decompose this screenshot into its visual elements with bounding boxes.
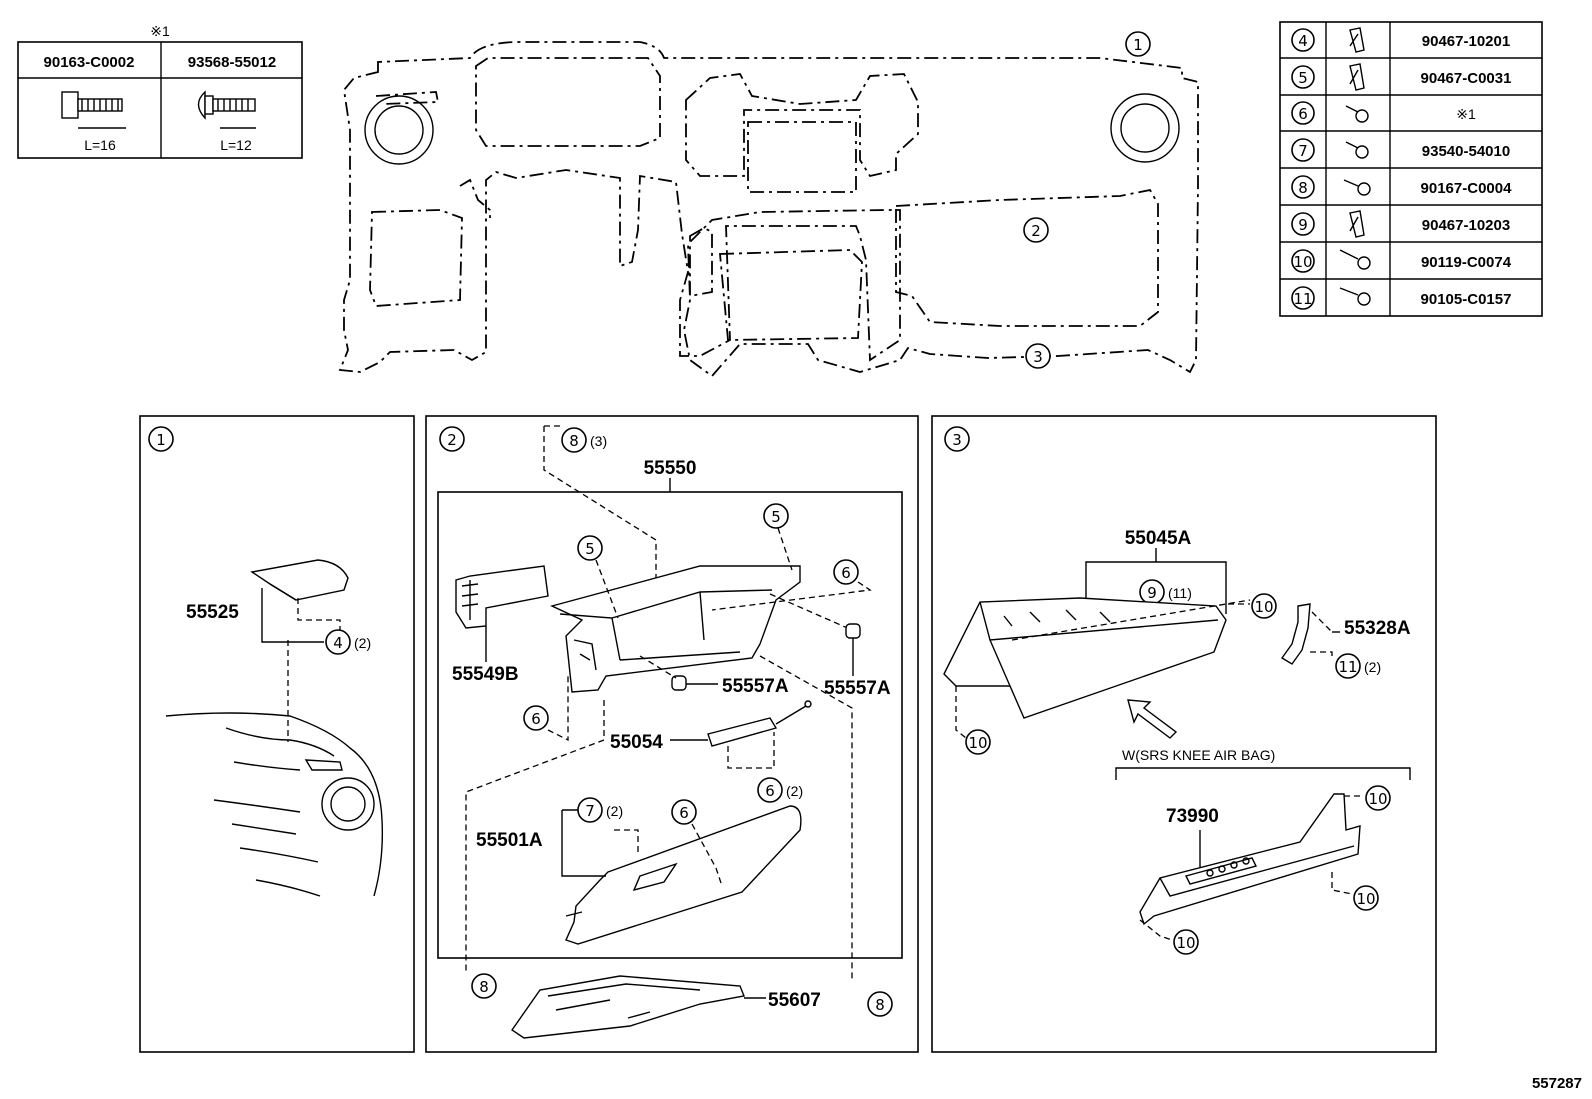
ref-number: 9 bbox=[1298, 216, 1308, 234]
glove-box-frame bbox=[549, 565, 801, 693]
pan-head-screw-icon bbox=[197, 90, 256, 129]
fastener-part-number: 90119-C0074 bbox=[1421, 254, 1512, 271]
callout-ref: 11 bbox=[1338, 658, 1357, 676]
ref-number: 5 bbox=[1298, 69, 1308, 87]
part-label: 55607 bbox=[768, 990, 821, 1011]
ref-number: 7 bbox=[1298, 142, 1308, 160]
part-label: 55550 bbox=[644, 458, 697, 479]
callout-ref: 5 bbox=[585, 540, 595, 558]
callout-ref: 6 bbox=[841, 564, 851, 582]
callout-qty: (2) bbox=[354, 635, 371, 651]
callout-ref: 10 bbox=[1356, 890, 1375, 908]
part-label: 55045A bbox=[1125, 528, 1192, 549]
note-mark: ※1 bbox=[150, 23, 170, 39]
detail-panel-3: 3 55045A 9 (11) 10 10 55328A 11 (2) W(SR… bbox=[931, 415, 1437, 1053]
callout-ref: 6 bbox=[531, 710, 541, 728]
side-cover-55525 bbox=[250, 559, 349, 601]
fastener-part-number: 90467-C0031 bbox=[1421, 70, 1512, 87]
callout-ref: 8 bbox=[569, 432, 579, 450]
bolt-icon bbox=[1339, 287, 1371, 306]
fastener-part-number: 93540-54010 bbox=[1422, 143, 1510, 160]
callout-ref: 8 bbox=[875, 996, 885, 1014]
part-label: 55328A bbox=[1344, 618, 1411, 639]
direction-arrow-icon bbox=[1127, 699, 1178, 739]
callout-qty: (11) bbox=[1168, 585, 1192, 601]
detail-panel-2: 2 55550 8 (3) 55549B 5 5 6 55557A bbox=[425, 415, 919, 1053]
damper-55557A bbox=[671, 675, 687, 691]
screw-icon bbox=[1343, 179, 1371, 196]
lower-panel-55045A bbox=[943, 597, 1227, 719]
clip-icon bbox=[1349, 210, 1365, 238]
bolt-icon bbox=[1339, 249, 1371, 270]
fastener-part-number: 90167-C0004 bbox=[1421, 180, 1513, 197]
fastener-part-number: 93568-55012 bbox=[188, 54, 276, 71]
instrument-panel-overview: 1 2 3 bbox=[338, 31, 1199, 378]
overview-ref-2: 2 bbox=[1031, 222, 1041, 240]
ref-number: 4 bbox=[1298, 32, 1308, 50]
callout-ref: 9 bbox=[1147, 584, 1157, 602]
panel-title-ref: 2 bbox=[447, 431, 457, 449]
callout-ref: 10 bbox=[1176, 934, 1195, 952]
ref-number: 8 bbox=[1298, 179, 1308, 197]
overview-ref-3: 3 bbox=[1033, 348, 1043, 366]
fastener-part-number: 90467-10203 bbox=[1422, 217, 1510, 234]
dashboard-end-sketch bbox=[165, 712, 383, 897]
bracket-55549B bbox=[455, 565, 549, 629]
ref-number: 11 bbox=[1293, 290, 1312, 308]
callout-ref: 5 bbox=[771, 508, 781, 526]
callout-ref: 7 bbox=[585, 802, 595, 820]
screw-icon bbox=[1345, 141, 1369, 159]
clip-icon bbox=[1349, 27, 1365, 53]
callout-qty: (2) bbox=[1364, 659, 1381, 675]
part-label: 55054 bbox=[610, 732, 663, 753]
lower-cover-55607 bbox=[511, 975, 745, 1039]
callout-ref: 8 bbox=[479, 978, 489, 996]
callout-ref: 10 bbox=[968, 734, 987, 752]
part-label: 55525 bbox=[186, 602, 239, 623]
bracket-55328A bbox=[1280, 603, 1311, 665]
fastener-part-number: 90467-10201 bbox=[1422, 33, 1510, 50]
overview-ref-1: 1 bbox=[1133, 36, 1143, 54]
part-label: 55501A bbox=[476, 830, 543, 851]
knee-airbag-73990 bbox=[1139, 793, 1361, 926]
part-label: 55557A bbox=[722, 676, 789, 697]
clip-icon bbox=[1349, 63, 1365, 91]
callout-ref: 4 bbox=[333, 634, 343, 652]
glove-box-door-55501A bbox=[565, 805, 802, 945]
callout-ref: 6 bbox=[679, 804, 689, 822]
damper-55557A bbox=[845, 623, 861, 639]
panel-title-ref: 3 bbox=[952, 431, 962, 449]
variant-label: W(SRS KNEE AIR BAG) bbox=[1122, 747, 1275, 763]
callout-qty: (3) bbox=[590, 433, 607, 449]
callout-qty: (2) bbox=[786, 783, 803, 799]
fastener-table-left: ※1 90163-C0002 93568-55012 L=16 L=12 bbox=[17, 23, 303, 159]
ref-number: 10 bbox=[1293, 253, 1312, 271]
detail-panel-1: 1 55525 4 (2) bbox=[139, 415, 415, 1053]
callout-ref: 6 bbox=[765, 782, 775, 800]
callout-ref: 10 bbox=[1368, 790, 1387, 808]
fastener-part-number: ※1 bbox=[1456, 106, 1476, 122]
part-label: 55549B bbox=[452, 664, 519, 685]
fastener-table-right: 4 5 6 7 8 9 10 11 90467-10201 90467-C003… bbox=[1279, 21, 1543, 317]
part-label: 73990 bbox=[1166, 806, 1219, 827]
flange-bolt-icon bbox=[61, 91, 126, 129]
damper-rod-55054 bbox=[707, 700, 812, 747]
fastener-length: L=16 bbox=[84, 137, 116, 153]
panel-title-ref: 1 bbox=[156, 431, 166, 449]
diagram-id: 557287 bbox=[1532, 1075, 1582, 1092]
screw-icon bbox=[1345, 105, 1369, 123]
fastener-part-number: 90163-C0002 bbox=[44, 54, 135, 71]
part-label: 55557A bbox=[824, 678, 891, 699]
callout-qty: (2) bbox=[606, 803, 623, 819]
fastener-length: L=12 bbox=[220, 137, 252, 153]
ref-number: 6 bbox=[1298, 105, 1308, 123]
callout-ref: 10 bbox=[1254, 598, 1273, 616]
fastener-part-number: 90105-C0157 bbox=[1421, 291, 1512, 308]
